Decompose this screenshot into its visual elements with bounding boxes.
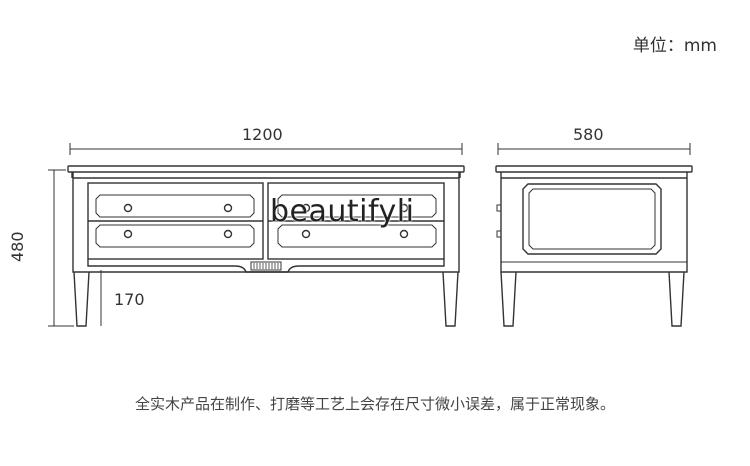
knob-icon — [399, 229, 409, 239]
unit-label: 单位：mm — [632, 36, 717, 56]
knob-icon — [123, 203, 133, 213]
side-view — [495, 165, 693, 327]
width-label: 1200 — [242, 125, 283, 144]
knob-icon — [123, 229, 133, 239]
leg-height-label: 170 — [114, 290, 145, 309]
knob-icon — [301, 203, 311, 213]
width-dimension-line — [69, 143, 463, 155]
knob-icon — [399, 203, 409, 213]
front-view — [67, 165, 465, 327]
height-dimension-line — [48, 169, 74, 327]
height-label: 480 — [8, 231, 27, 262]
depth-dimension-line — [497, 143, 691, 155]
disclaimer-text: 全实木产品在制作、打磨等工艺上会存在尺寸微小误差，属于正常现象。 — [134, 395, 615, 413]
side-knob-icon — [496, 230, 502, 238]
knob-icon — [223, 203, 233, 213]
knob-icon — [301, 229, 311, 239]
watermark-text: beautifyli — [270, 194, 415, 229]
knob-icon — [223, 229, 233, 239]
depth-label: 580 — [573, 125, 604, 144]
side-knob-icon — [496, 204, 502, 212]
